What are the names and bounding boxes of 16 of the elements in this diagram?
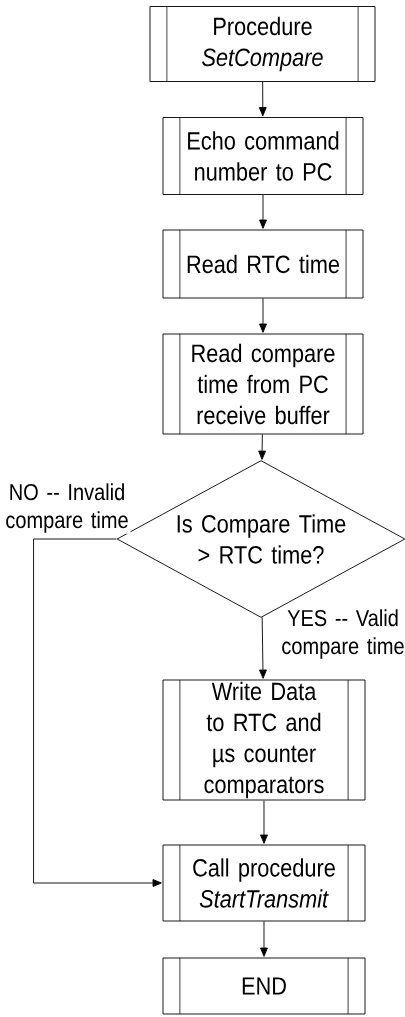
process-box: Call procedure StartTransmit [162,844,366,922]
process-box: Write Data to RTC and µs counter comparators [162,679,366,801]
arrow [33,538,162,887]
process-box: END [162,957,366,1015]
process-box: Echo command number to PC [162,117,364,195]
process-box: Read RTC time [162,229,364,299]
arrow [259,616,267,679]
arrow [260,921,268,957]
process-box: Read compare time from PC receive buffer [162,333,364,435]
arrow [258,434,267,460]
process-box: Procedure SetCompare [149,6,376,82]
arrow [260,800,268,844]
edge-label: NO -- Invalid compare time [3,482,131,534]
arrow [258,81,267,117]
arrow [259,298,267,333]
arrow [259,194,267,229]
